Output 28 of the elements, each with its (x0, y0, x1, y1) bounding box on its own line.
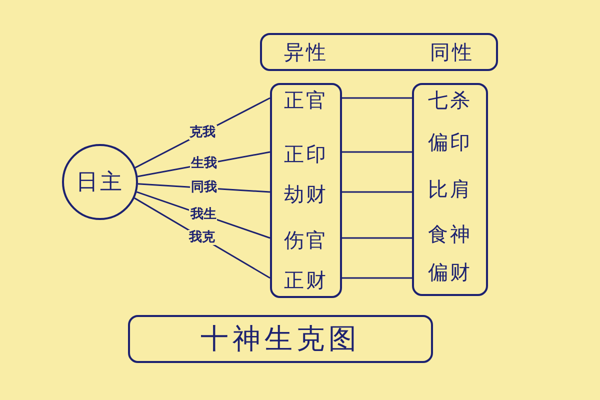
edge-label: 同我 (190, 180, 218, 195)
node-label: 正官 (284, 86, 328, 114)
node-label: 劫财 (284, 180, 328, 208)
node-label: 正财 (284, 266, 328, 294)
connector-line (342, 237, 412, 239)
connector-line (342, 97, 412, 99)
node-label: 正印 (284, 140, 328, 168)
group-box (270, 83, 342, 298)
group-box (412, 83, 488, 296)
node-label: 异性 (284, 38, 328, 66)
connector-line (342, 277, 412, 279)
edge-label: 生我 (190, 156, 218, 172)
node-label: 食神 (428, 220, 472, 248)
circle-node (62, 144, 138, 220)
header-box (260, 33, 498, 71)
node-label: 七杀 (428, 86, 472, 114)
edge-label: 我生 (189, 206, 218, 222)
node-label: 比肩 (428, 176, 472, 202)
edge-label: 我克 (188, 230, 216, 246)
connector-line (342, 191, 412, 193)
edge-label: 克我 (188, 124, 217, 140)
title-box: 十神生克图 (128, 315, 433, 363)
node-label: 日主 (76, 169, 124, 197)
node-label: 偏印 (428, 128, 472, 156)
connector-line (342, 151, 412, 153)
node-label: 伤官 (284, 226, 328, 254)
node-label: 偏财 (428, 258, 472, 286)
node-label: 同性 (430, 38, 474, 66)
